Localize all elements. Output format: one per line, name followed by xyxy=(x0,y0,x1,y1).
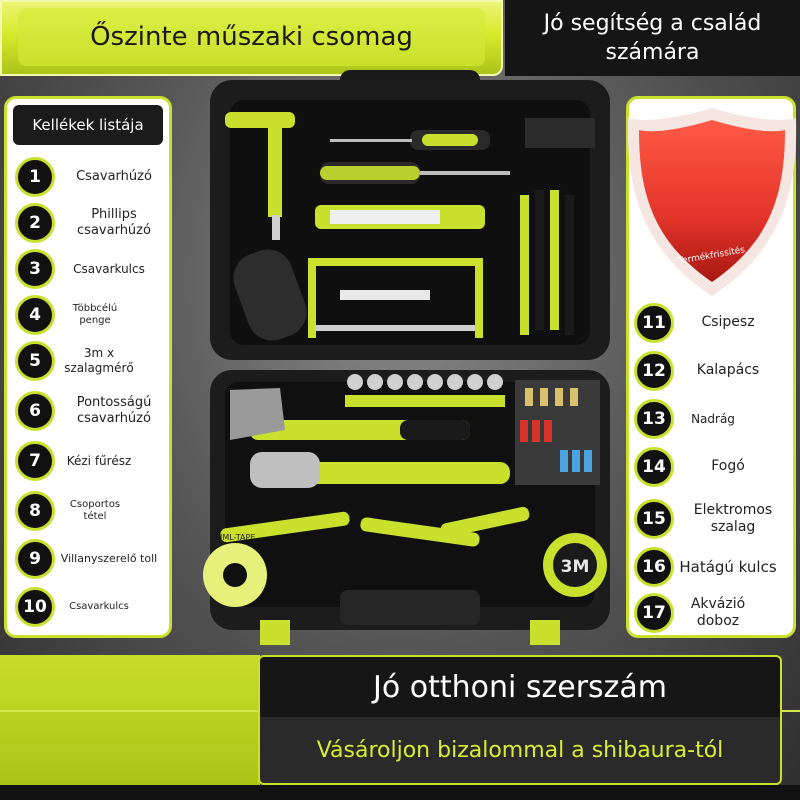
item-number-badge: 7 xyxy=(15,441,55,481)
top-slogan-line2: számára xyxy=(605,40,700,65)
item-number-badge: 17 xyxy=(634,593,674,633)
item-number-badge: 10 xyxy=(15,587,55,627)
list-item: 2 Phillips csavarhúzó xyxy=(15,203,169,243)
list-item: 14 Fogó xyxy=(634,447,778,487)
shield-icon: Termékfrissítés xyxy=(627,108,797,296)
item-label: Akvázió doboz xyxy=(690,595,746,630)
bottom-accent-strip xyxy=(0,655,260,800)
top-title-banner: Őszinte műszaki csomag xyxy=(0,0,503,76)
item-label: Hatágú kulcs xyxy=(679,557,777,576)
tape-brand-label: VIML-TAPE xyxy=(215,533,256,542)
item-number-badge: 1 xyxy=(15,157,55,197)
item-number-badge: 2 xyxy=(15,203,55,243)
list-item: 11 Csipesz xyxy=(634,303,778,343)
item-label: Csavarkulcs xyxy=(73,261,145,276)
item-label: 3m x szalagmérő xyxy=(64,346,134,375)
item-number-badge: 9 xyxy=(15,539,55,579)
item-number-badge: 8 xyxy=(15,491,55,531)
list-item: 12 Kalapács xyxy=(634,351,778,391)
bottom-subtitle: Vásároljon bizalommal a shibaura-tól xyxy=(258,717,782,785)
accessory-list-panel: Kellékek listája 1 Csavarhúzó 2 Phillips… xyxy=(4,96,172,638)
item-label: Phillips csavarhúzó xyxy=(77,206,151,238)
item-label: Villanyszerelő toll xyxy=(60,552,158,566)
item-label: Többcélú penge xyxy=(72,302,118,327)
list-item: 16 Hatágú kulcs xyxy=(634,547,778,587)
item-label: Csipesz xyxy=(701,314,755,331)
bottom-bar xyxy=(0,785,800,800)
top-title: Őszinte műszaki csomag xyxy=(18,8,485,66)
list-item: 7 Kézi fűrész xyxy=(15,441,139,481)
item-number-badge: 5 xyxy=(15,341,55,381)
item-label: Elektromos szalag xyxy=(693,501,773,536)
bottom-title: Jó otthoni szerszám xyxy=(258,655,782,717)
list-item: 1 Csavarhúzó xyxy=(15,157,169,197)
item-number-badge: 6 xyxy=(15,391,55,431)
list-item: 13 Nadrág xyxy=(634,399,748,439)
item-number-badge: 4 xyxy=(15,295,55,335)
list-item: 15 Elektromos szalag xyxy=(634,499,788,539)
toolbox-image: VIML-TAPE 3M xyxy=(203,70,610,645)
item-label: Csavarhúzó xyxy=(76,168,152,184)
item-number-badge: 3 xyxy=(15,249,55,289)
list-item: 8 Csoportos tétel xyxy=(15,491,131,531)
item-number-badge: 13 xyxy=(634,399,674,439)
tape-measure-label: 3M xyxy=(561,557,590,577)
item-number-badge: 16 xyxy=(634,547,674,587)
accessory-list-header: Kellékek listája xyxy=(13,105,163,145)
list-item: 3 Csavarkulcs xyxy=(15,249,159,289)
item-number-badge: 11 xyxy=(634,303,674,343)
item-label: Csoportos tétel xyxy=(69,498,121,523)
list-item: 9 Villanyszerelő toll xyxy=(15,539,159,579)
item-label: Pontosságú csavarhúzó xyxy=(76,394,152,426)
list-item: 4 Többcélú penge xyxy=(15,295,131,335)
top-slogan-banner: Jó segítség a család számára xyxy=(505,0,800,76)
list-item: 17 Akvázió doboz xyxy=(634,593,758,633)
item-number-badge: 14 xyxy=(634,447,674,487)
top-slogan-line1: Jó segítség a család xyxy=(543,11,762,36)
item-label: Kalapács xyxy=(696,362,760,379)
list-item: 5 3m x szalagmérő xyxy=(15,341,139,381)
item-label: Nadrág xyxy=(691,411,735,426)
list-item: 6 Pontosságú csavarhúzó xyxy=(15,391,169,431)
item-number-badge: 12 xyxy=(634,351,674,391)
list-item: 10 Csavarkulcs xyxy=(15,587,139,627)
item-label: Kézi fűrész xyxy=(66,453,132,468)
item-number-badge: 15 xyxy=(634,499,674,539)
item-label: Fogó xyxy=(711,458,745,475)
item-label: Csavarkulcs xyxy=(69,600,129,612)
